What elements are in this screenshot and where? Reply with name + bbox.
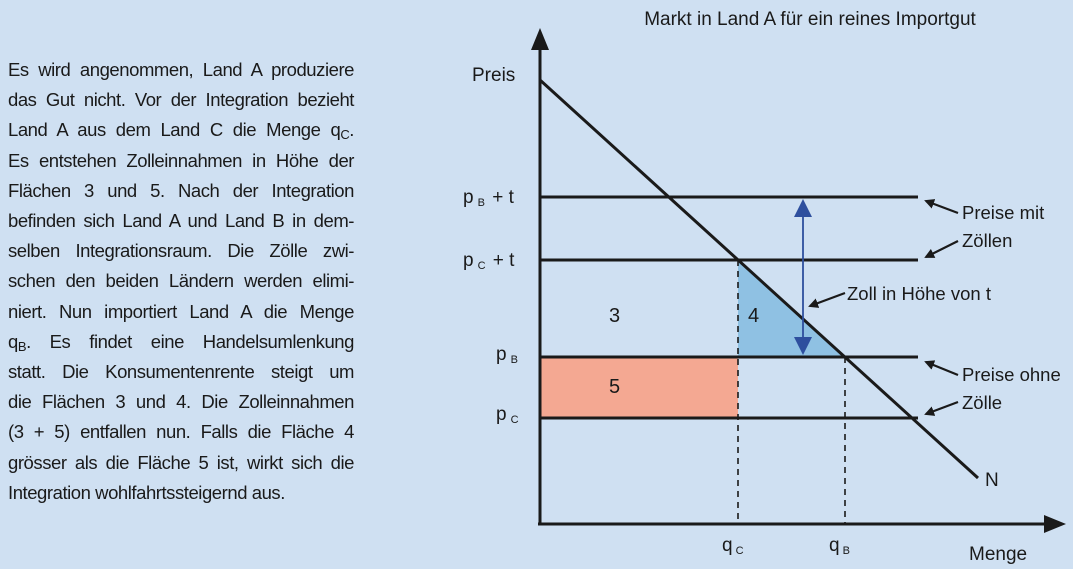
area-5-label: 5 (609, 376, 620, 398)
x-axis-label: Menge (969, 544, 1027, 565)
label-suffix: + t (487, 187, 515, 208)
annotation-zoellen: Zöllen (962, 230, 1012, 251)
text-line: Integration wohlfahrtssteigernd aus. (8, 481, 285, 503)
subscript: B (17, 338, 27, 354)
text-line: Es wird angenommen, Land A produziere (8, 59, 354, 80)
tariff-arrow-head-up (794, 199, 812, 217)
label-sub: B (843, 545, 850, 557)
demand-curve (538, 78, 980, 480)
pointer-zoll (808, 291, 846, 308)
text-line: das Gut nicht. Vor der Integration bezie… (8, 89, 354, 111)
label-sub: B (511, 354, 518, 366)
demand-label: N (985, 470, 999, 491)
label-sub: C (736, 545, 744, 557)
area-4-label: 4 (748, 305, 759, 327)
text-line: die Flächen 3 und 4. Die Zolleinnahmen (8, 391, 354, 413)
pointer-preise-mit (924, 199, 959, 215)
pointer-zoellen (924, 240, 959, 258)
x-axis-arrow (1044, 515, 1066, 533)
label-sub: B (478, 197, 485, 209)
label-main: p (463, 187, 474, 208)
annotation-preise-ohne: Preise ohne (962, 364, 1061, 385)
label-main: q (829, 535, 840, 556)
text-line: Es entstehen Zolleinnahmen in Höhe der (8, 149, 354, 171)
text-line: schen den beiden Ländern werden elimi- (8, 270, 354, 292)
text-line: niert. Nun importiert Land A die Menge (8, 300, 354, 322)
y-axis-arrow (531, 28, 549, 50)
tariff-arrow-head-down (794, 337, 812, 355)
label-main: p (496, 344, 507, 365)
label-sub: C (511, 414, 519, 426)
text-line: selben Integrationsraum. Die Zölle zwi- (8, 240, 354, 262)
label-sub: C (478, 260, 486, 272)
text-fragment: Land A aus dem Land C die Menge q (8, 119, 341, 141)
text-line: Flächen 3 und 5. Nach der Integration (8, 179, 354, 201)
annotation-zoll: Zoll in Höhe von t (847, 283, 991, 304)
area-3-label: 3 (609, 305, 620, 327)
subscript: C (340, 127, 350, 143)
text-line: (3 + 5) entfallen nun. Falls die Fläche … (8, 421, 354, 443)
explanation-text: Es wird angenommen, Land A produziere da… (8, 55, 354, 508)
annotation-preise-mit: Preise mit (962, 202, 1044, 223)
y-axis-label: Preis (472, 65, 515, 86)
text-line: grösser als die Fläche 5 ist, wirkt sich… (8, 451, 354, 473)
area-5-fill (540, 357, 738, 418)
text-fragment: . (349, 119, 354, 141)
text-fragment: . Es findet eine Handelsumlenkung (26, 330, 354, 352)
text-fragment: q (8, 330, 18, 352)
label-main: p (463, 250, 474, 271)
pointer-preise-ohne (924, 360, 959, 377)
label-suffix: + t (488, 250, 516, 271)
text-line: qB. Es findet eine Handelsumlenkung (8, 327, 354, 357)
diagram-title: Markt in Land A für ein reines Importgut (644, 9, 976, 30)
annotation-zoelle: Zölle (962, 392, 1002, 413)
text-line: befinden sich Land A und Land B in dem- (8, 210, 354, 232)
label-main: q (722, 535, 733, 556)
label-main: p (496, 404, 507, 425)
text-line: Land A aus dem Land C die Menge qC. (8, 115, 354, 145)
pointer-zoelle (924, 400, 959, 416)
text-line: statt. Die Konsumentenrente steigt um (8, 361, 354, 383)
